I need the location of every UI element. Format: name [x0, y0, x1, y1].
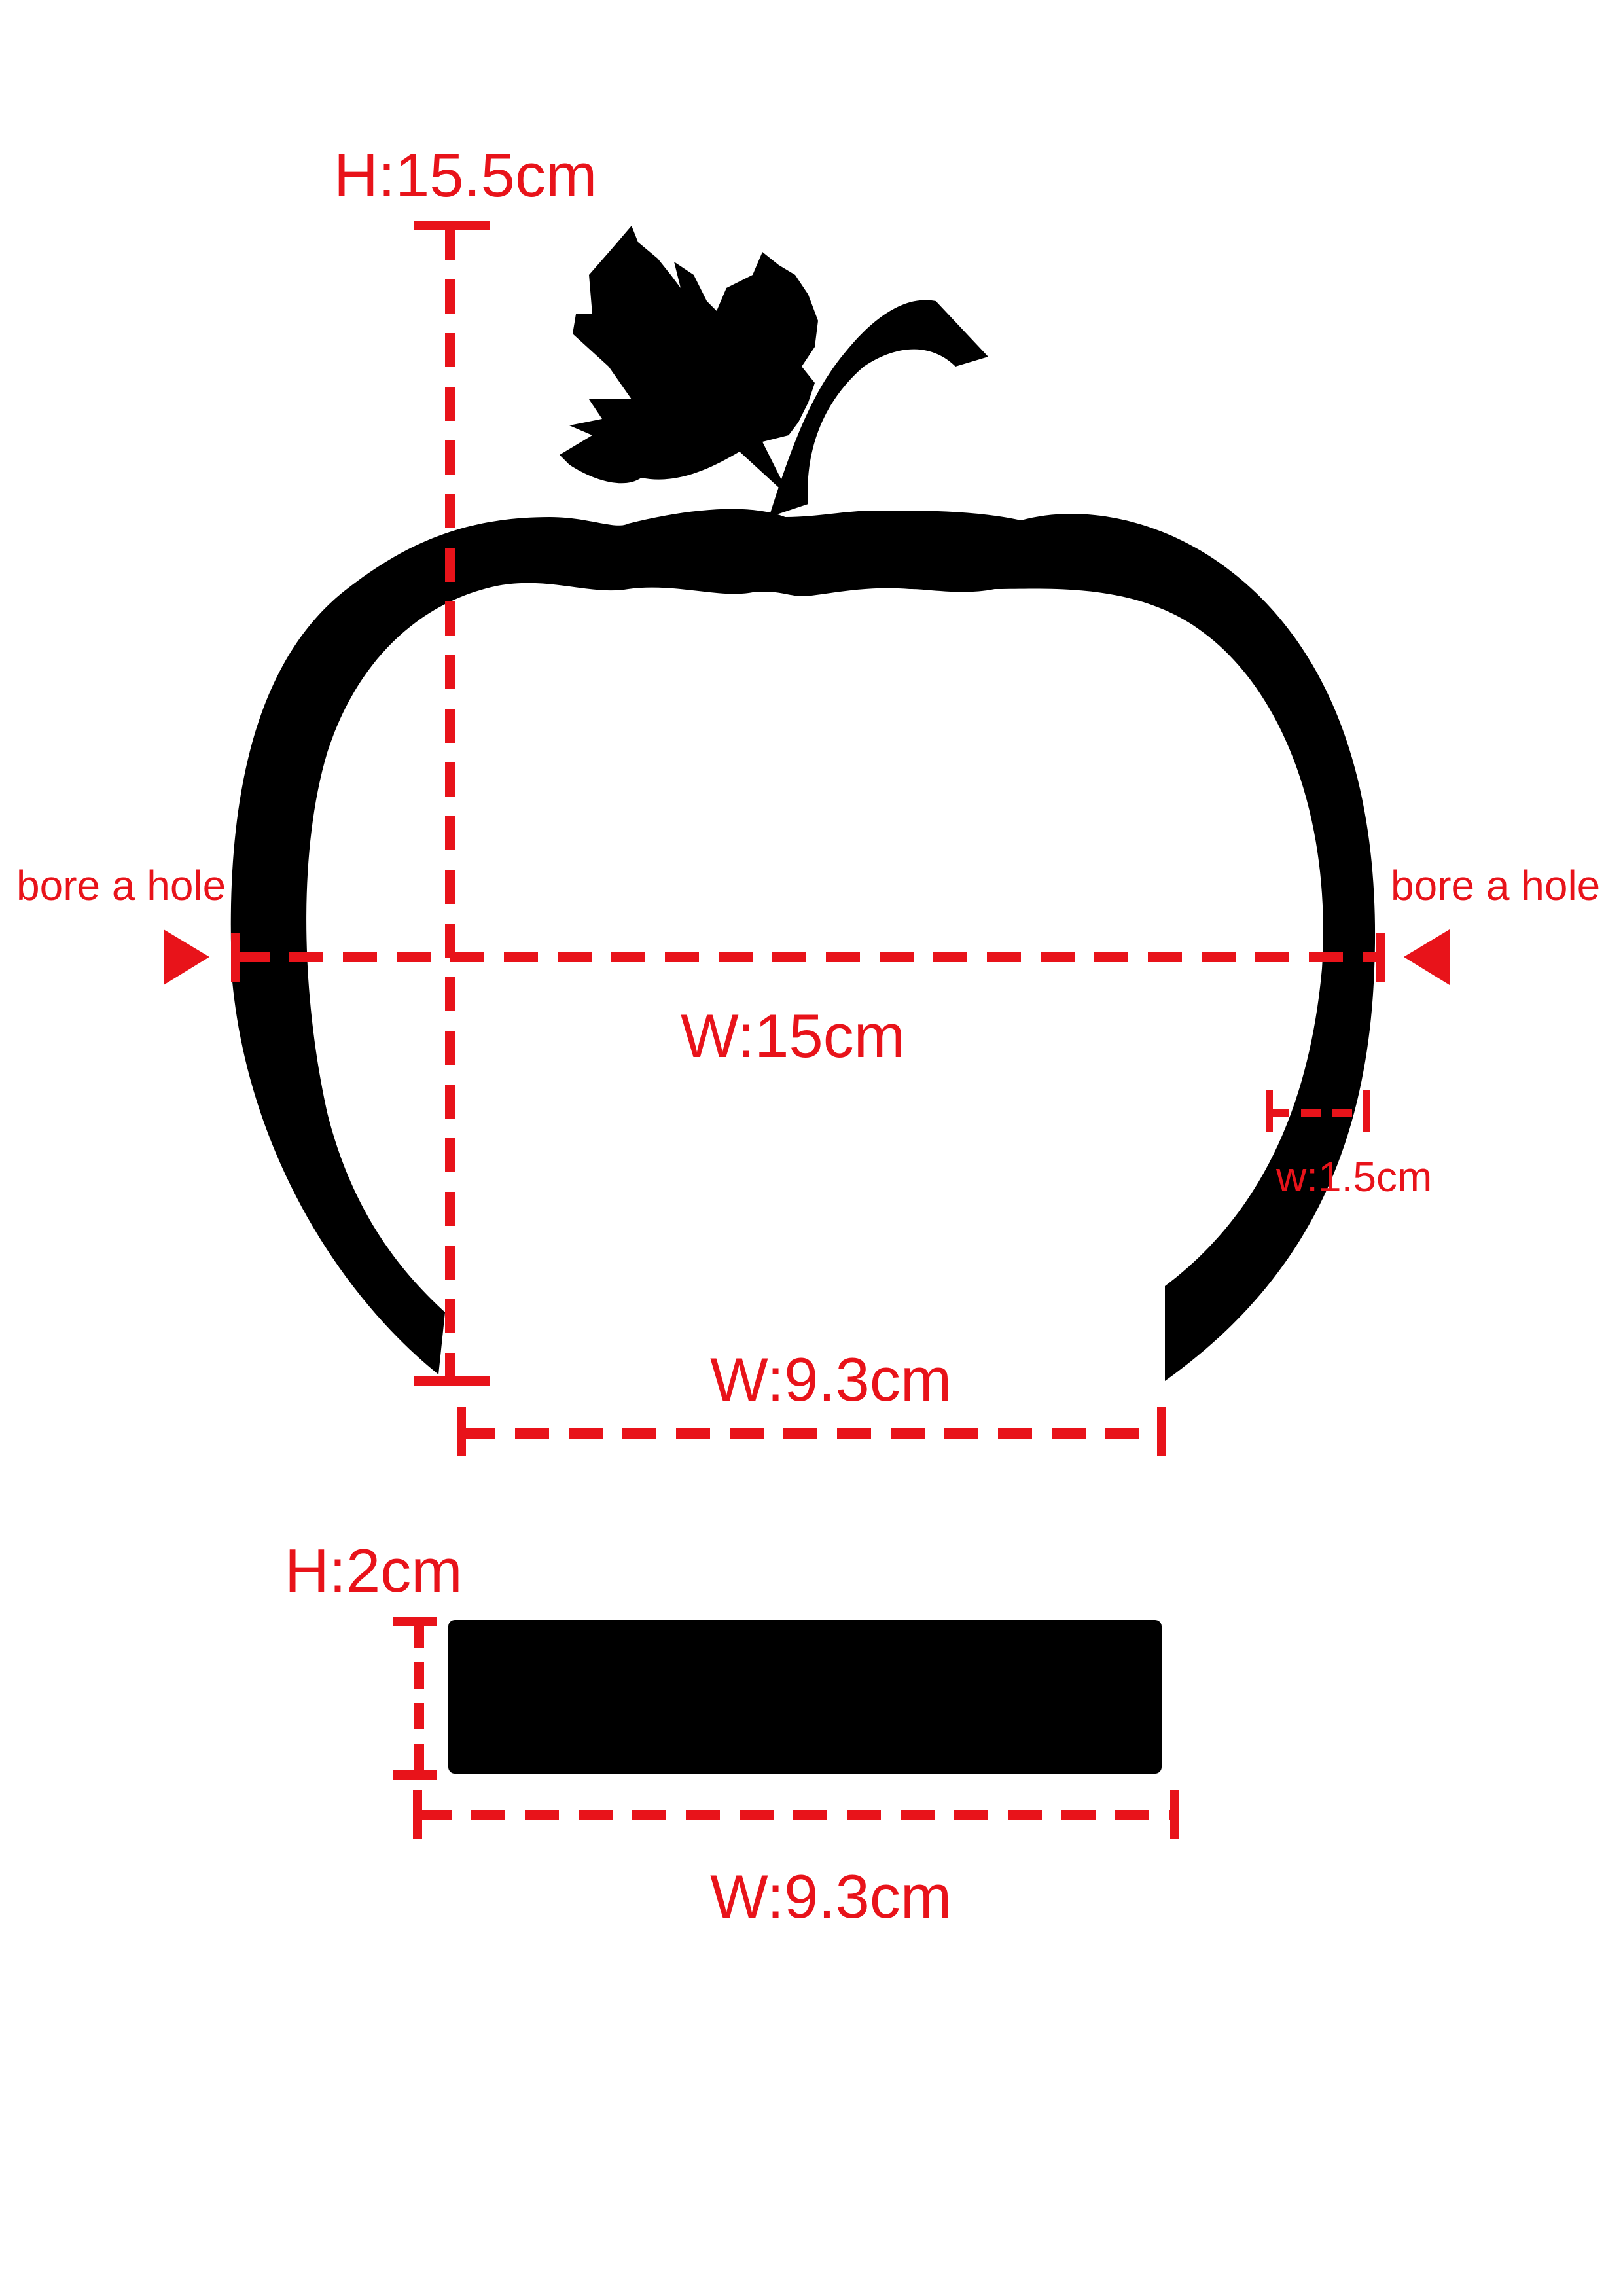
- bore-hole-right-label: bore a hole: [1391, 862, 1600, 909]
- base-height-label: H:2cm: [285, 1536, 463, 1605]
- pumpkin-body-shape: [230, 509, 1376, 1381]
- rim-width-label: w:1.5cm: [1275, 1153, 1432, 1200]
- opening-width-label: W:9.3cm: [710, 1345, 952, 1414]
- pumpkin-leaf-shape: [560, 226, 818, 488]
- pumpkin-stem-shape: [769, 300, 988, 517]
- height-main-label: H:15.5cm: [334, 141, 597, 209]
- base-bar-shape: [448, 1620, 1162, 1774]
- left-pointing-triangle-icon: [1404, 929, 1450, 985]
- width-main-label: W:15cm: [681, 1001, 905, 1070]
- base-width-label: W:9.3cm: [710, 1862, 952, 1931]
- right-pointing-triangle-icon: [164, 929, 209, 985]
- bore-hole-left-label: bore a hole: [16, 862, 226, 909]
